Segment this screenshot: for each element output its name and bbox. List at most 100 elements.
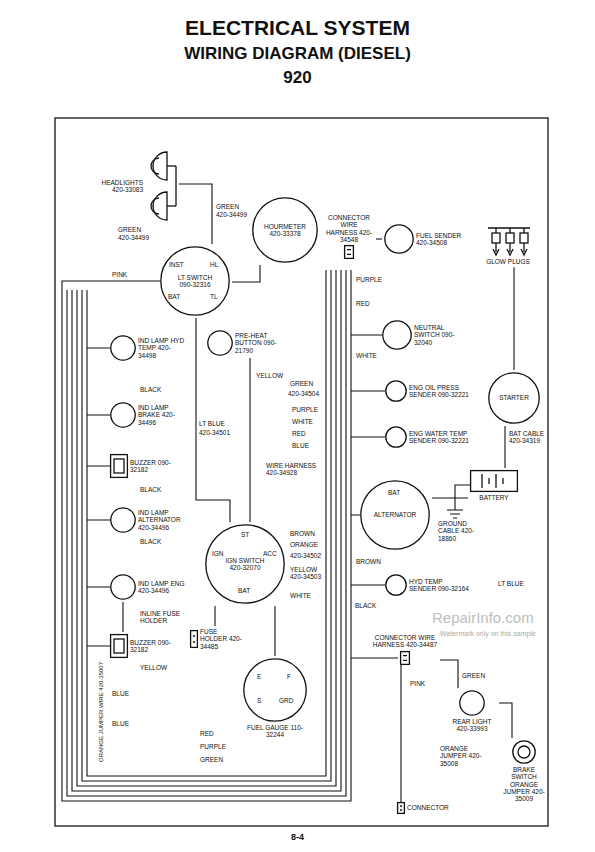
wire-label: INLINE FUSE HOLDER (140, 610, 186, 625)
component: HEADLIGHTS 420-33083 (95, 148, 179, 224)
component: BAT ALTERNATOR (358, 478, 432, 552)
circle-symbol (110, 335, 136, 361)
terminal-label: HL (210, 262, 218, 269)
wire-label: BLACK (140, 486, 161, 493)
part-caption: IND LAMP HYD TEMP 420-34498 (138, 337, 186, 359)
component: BUZZER 090-32182 (108, 632, 180, 660)
circle-symbol (207, 330, 233, 356)
component: FUEL SENDER 420-34508 (382, 222, 468, 256)
battery-symbol (470, 470, 518, 492)
terminal-label: ST (241, 532, 249, 539)
wire-label: BLACK (140, 386, 161, 393)
wire-label: YELLOW (256, 372, 283, 379)
part-label: HYD TEMP SENDER 090-32164 (409, 578, 469, 593)
wire-label: LT BLUE (199, 420, 225, 427)
part-caption: IND LAMP ALTERNATOR 420-34496 (138, 509, 186, 531)
part-caption: HOURMETER 420-33378 (264, 223, 306, 238)
part-label: ALTERNATOR (373, 511, 418, 518)
part-label: PRE-HEAT BUTTON 090-21790 (235, 332, 285, 354)
wire-label: ORANGE JUMPER 420-35008 (440, 745, 492, 767)
terminal-label: BAT (238, 588, 250, 595)
wire-label: GREEN (200, 756, 223, 763)
wire (440, 660, 458, 688)
part-caption: NEUTRAL SWITCH 090-32040 (414, 324, 470, 346)
component: HOURMETER 420-33378 (250, 195, 320, 265)
part-label: ENG WATER TEMP SENDER 090-32221 (409, 430, 469, 445)
component: IND LAMP ALTERNATOR 420-34496 (108, 505, 188, 535)
wire-label: BROWN (290, 530, 315, 537)
part-label: LT SWITCH 090-32316 (173, 274, 218, 289)
circle-symbol: STARTER (488, 372, 540, 424)
wire-label: WIRE HARNESS 420-34928 (266, 462, 322, 477)
component: PRE-HEAT BUTTON 090-21790 (205, 328, 287, 358)
connector-symbol (344, 245, 354, 259)
wire-label: WHITE (292, 418, 313, 425)
component: IND LAMP BRAKE 420-34496 (108, 400, 188, 430)
part-caption: IND LAMP BRAKE 420-34496 (138, 404, 186, 426)
component: EFSGRD FUEL GAUGE 110-32244 (238, 656, 312, 741)
heading-text: 8-4 (0, 832, 595, 842)
wire-label: BLACK (355, 602, 376, 609)
component: CONNECTOR WIRE HARNESS 420-34548 (322, 212, 376, 261)
part-label: CONNECTOR (407, 804, 449, 811)
part-label: NEUTRAL SWITCH 090-32040 (414, 324, 470, 346)
terminal-label: TL (210, 294, 218, 301)
part-caption: IND LAMP ENG 420-34496 (138, 580, 186, 595)
buzzer-symbol (110, 634, 128, 658)
wire-label: ORANGE JUMPER WIRE 420-35007 (98, 662, 105, 762)
part-label: FUSE HOLDER 420-34485 (200, 628, 246, 650)
terminal-label: BAT (168, 294, 180, 301)
part-label: FUEL GAUGE 110-32244 (240, 724, 310, 739)
part-label: IND LAMP ALTERNATOR 420-34496 (138, 509, 186, 531)
circle-symbol (384, 224, 414, 254)
connector-symbol (400, 651, 410, 665)
wire (499, 703, 512, 738)
wire-label: WHITE (356, 352, 377, 359)
wire-label: RED (356, 300, 370, 307)
part-caption: REAR LIGHT 420-33993 (447, 718, 497, 733)
circle-symbol (385, 574, 407, 596)
wire (513, 267, 514, 370)
part-caption: ENG OIL PRESS SENDER 090-32221 (409, 384, 469, 399)
wire-label: GREEN (462, 672, 485, 679)
wire-label: PURPLE (292, 406, 318, 413)
wire-label: PURPLE (200, 743, 226, 750)
circle-symbol: EFSGRD (243, 658, 307, 722)
part-caption: HYD TEMP SENDER 090-32164 (409, 578, 469, 593)
component: BATTERY (468, 468, 520, 503)
wire-label: BAT CABLE 420-34319 (509, 430, 545, 445)
wire-label: RED (292, 430, 306, 437)
circle-symbol (110, 574, 136, 600)
component: GLOW PLUGS (482, 222, 534, 267)
circle-symbol (382, 320, 412, 350)
part-caption: BRAKE SWITCHORANGE JUMPER 420-35009 (502, 766, 546, 802)
terminal-label: BAT (388, 490, 400, 497)
circle-symbol: INSTHLTLBATLT SWITCH 090-32316 (160, 246, 230, 316)
component: INSTHLTLBATLT SWITCH 090-32316 (158, 244, 232, 318)
wire (504, 426, 505, 468)
headlight-symbol (145, 150, 177, 222)
watermark: Watermark only on this sample (440, 630, 536, 638)
wire-label: 420-34501 (199, 429, 230, 436)
wire-label: BLUE (112, 720, 129, 727)
wire-label: GREEN (290, 380, 313, 387)
component: CONNECTOR (395, 800, 451, 816)
part-label: HOURMETER 420-33378 (264, 223, 306, 238)
part-label: STARTER (498, 394, 531, 401)
wire-label: WHITE (290, 592, 311, 599)
component: FUSE HOLDER 420-34485 (188, 626, 248, 652)
part-caption: ENG WATER TEMP SENDER 090-32221 (409, 430, 469, 445)
component: NEUTRAL SWITCH 090-32040 (380, 318, 472, 352)
part-caption: BATTERY (479, 494, 508, 501)
wire (274, 606, 275, 656)
circle-symbol: BAT ALTERNATOR (360, 480, 430, 550)
part-label: BATTERY (479, 494, 508, 501)
wire-label: GROUND CABLE 420-18860 (438, 520, 488, 542)
heading-text: WIRING DIAGRAM (DIESEL) (0, 44, 595, 64)
connector-symbol (190, 630, 198, 648)
wire (122, 602, 123, 632)
wire (232, 265, 260, 282)
wire-label: BROWN (356, 558, 381, 565)
component: HYD TEMP SENDER 090-32164 (383, 572, 471, 598)
connector-symbol (397, 802, 405, 814)
